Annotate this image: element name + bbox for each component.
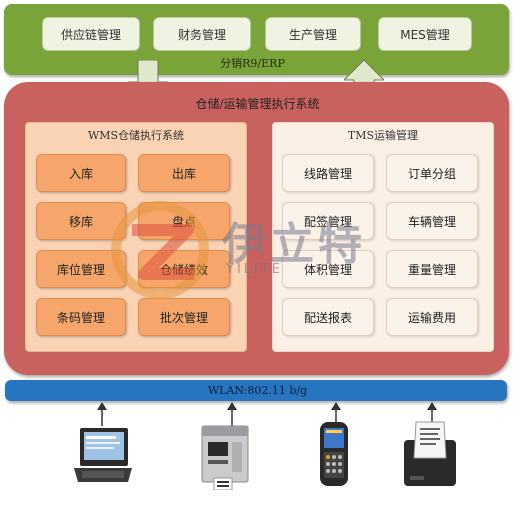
wms-item-location[interactable]: 库位管理 xyxy=(36,250,126,288)
wms-item-inbound[interactable]: 入库 xyxy=(36,154,126,192)
watermark-brand: 伊立特 xyxy=(222,219,366,270)
label-printer-icon xyxy=(201,425,249,490)
tms-item-volume[interactable]: 体积管理 xyxy=(282,250,374,288)
wms-item-transfer[interactable]: 移库 xyxy=(36,202,126,240)
erp-module-finance[interactable]: 财务管理 xyxy=(153,17,251,51)
erp-module-production[interactable]: 生产管理 xyxy=(265,17,361,51)
erp-label: 分销R9/ERP xyxy=(220,57,285,70)
wlan-label: WLAN:802.11 b/g xyxy=(207,384,308,397)
wms-item-outbound[interactable]: 出库 xyxy=(138,154,230,192)
receipt-printer-icon xyxy=(404,421,456,486)
execution-system-title: 仓储/运输管理执行系统 xyxy=(195,97,320,111)
tms-item-order-group[interactable]: 订单分组 xyxy=(386,154,478,192)
wlan-bar xyxy=(5,380,507,401)
tms-item-vehicle[interactable]: 车辆管理 xyxy=(386,202,478,240)
wms-item-batch[interactable]: 批次管理 xyxy=(138,298,230,336)
erp-module-supply-chain[interactable]: 供应链管理 xyxy=(42,17,140,51)
device-link-arrow-icon xyxy=(97,402,107,426)
wms-item-barcode[interactable]: 条码管理 xyxy=(36,298,126,336)
tms-item-freight[interactable]: 运输费用 xyxy=(386,298,478,336)
handheld-scanner-icon xyxy=(320,422,348,486)
device-link-arrow-icon xyxy=(227,402,237,426)
watermark-sub: YILITE xyxy=(226,262,284,277)
tms-item-signoff[interactable]: 配签管理 xyxy=(282,202,374,240)
tms-item-report[interactable]: 配送报表 xyxy=(282,298,374,336)
brand-logo-icon xyxy=(111,201,209,299)
tms-item-route[interactable]: 线路管理 xyxy=(282,154,374,192)
tms-item-weight[interactable]: 重量管理 xyxy=(386,250,478,288)
tms-title: TMS运输管理 xyxy=(347,129,419,142)
erp-module-mes[interactable]: MES管理 xyxy=(378,17,472,51)
computer-terminal-icon xyxy=(74,428,132,482)
wms-title: WMS仓储执行系统 xyxy=(87,129,185,142)
